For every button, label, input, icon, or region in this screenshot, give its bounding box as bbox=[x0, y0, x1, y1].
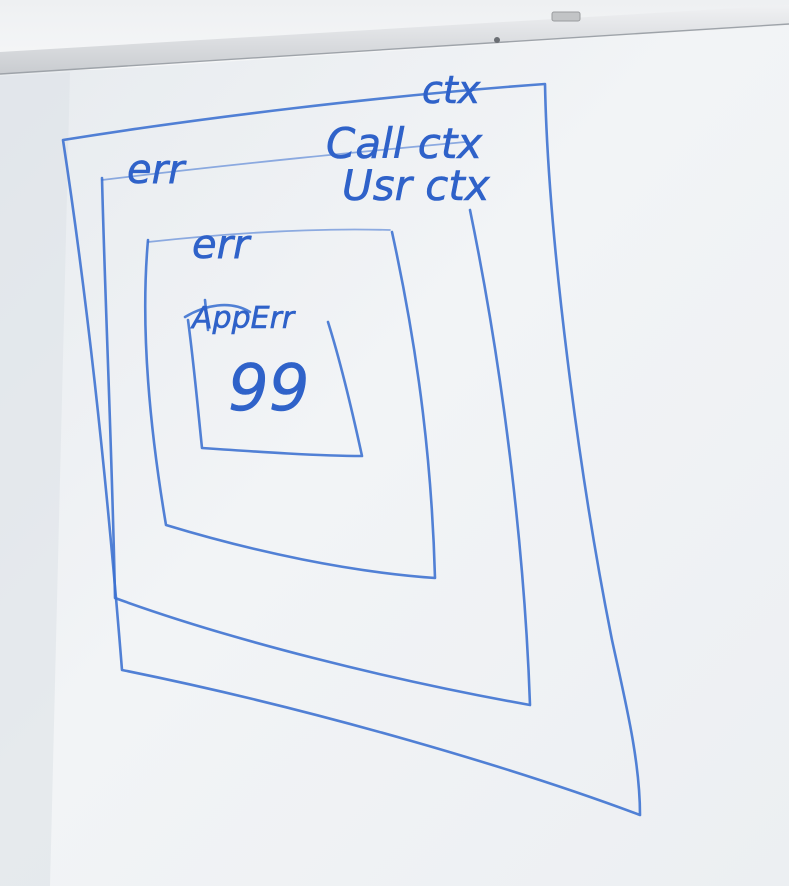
whiteboard-surface bbox=[0, 26, 789, 886]
label-app-err: AppErr bbox=[190, 301, 296, 336]
outer-error-box-top-line bbox=[101, 141, 466, 181]
label-inner-err: err bbox=[192, 222, 252, 268]
inner-app-error-box bbox=[186, 318, 364, 458]
label-call-ctx: Call ctx bbox=[326, 119, 483, 168]
label-outer-err: err bbox=[127, 147, 187, 193]
middle-box-top-line bbox=[147, 228, 391, 243]
board-top-rail bbox=[0, 5, 789, 74]
label-ctx-top: ctx bbox=[422, 68, 481, 112]
scribble-mark bbox=[183, 298, 252, 332]
rail-screw bbox=[494, 37, 500, 43]
rail-shadow-line bbox=[0, 23, 789, 75]
board-shadow bbox=[0, 72, 70, 886]
outer-error-box bbox=[100, 176, 532, 707]
middle-box bbox=[143, 230, 437, 580]
rail-clip bbox=[551, 11, 581, 22]
label-code: 99 bbox=[228, 352, 309, 426]
label-usr-ctx: Usr ctx bbox=[342, 161, 491, 210]
